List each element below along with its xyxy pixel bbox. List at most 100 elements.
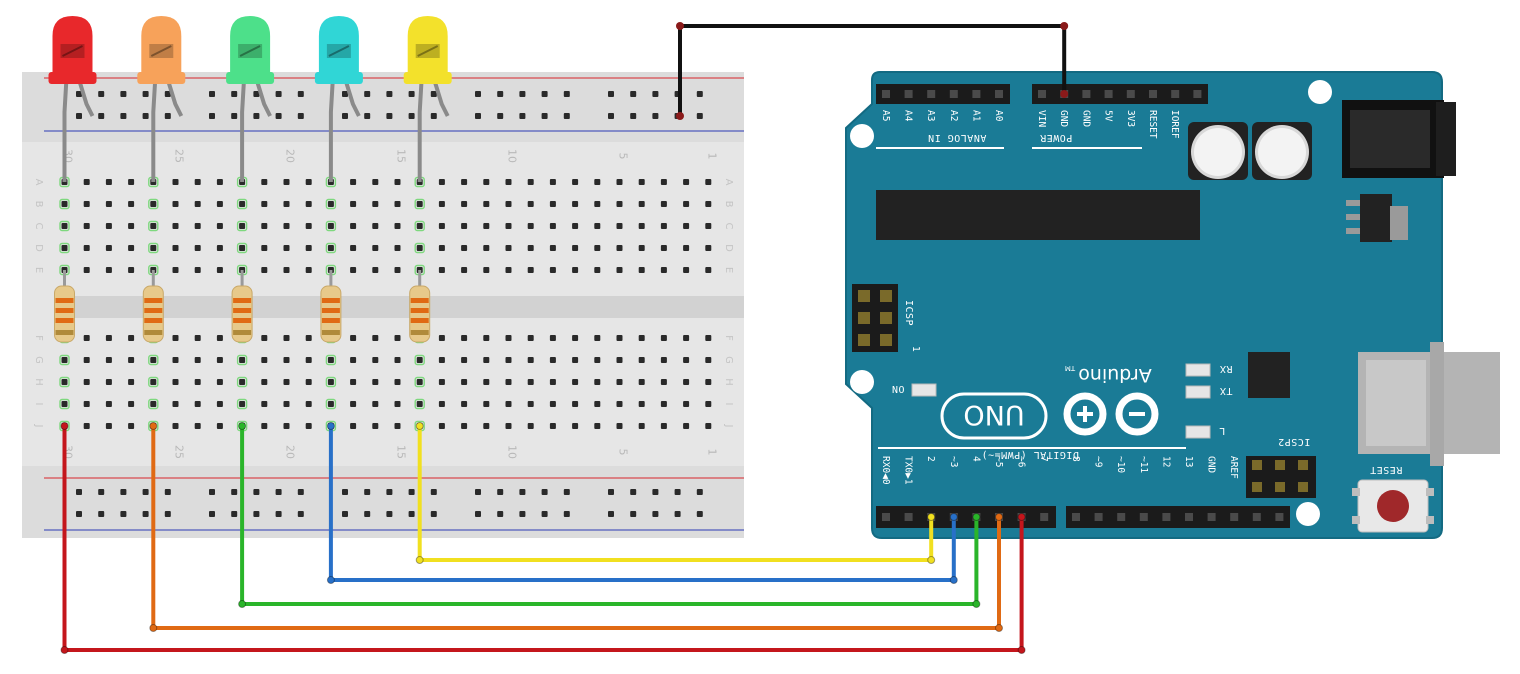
rail-hole xyxy=(608,489,614,495)
pin-label: GND xyxy=(1058,110,1069,127)
row-letter: E xyxy=(723,267,734,273)
analog-pin xyxy=(882,90,890,98)
mounting-hole xyxy=(1296,502,1320,526)
digital-header-low xyxy=(876,506,1056,528)
rail-hole xyxy=(120,489,127,495)
breadboard-hole xyxy=(461,423,468,429)
breadboard-hole xyxy=(261,335,268,341)
rail-hole xyxy=(342,511,348,517)
reset-label: RESET xyxy=(1370,464,1403,475)
rail-hole xyxy=(209,113,215,119)
breadboard-hole xyxy=(616,357,623,363)
column-number: 15 xyxy=(395,445,408,459)
led-cyan xyxy=(314,16,363,84)
breadboard-hole xyxy=(305,267,312,273)
breadboard-hole xyxy=(350,201,357,207)
breadboard-hole xyxy=(216,379,223,385)
breadboard-hole xyxy=(549,201,556,207)
breadboard-hole xyxy=(616,179,623,185)
rail-hole xyxy=(164,511,171,517)
row-letter: H xyxy=(33,378,44,386)
breadboard-hole xyxy=(527,267,534,273)
breadboard-hole xyxy=(594,423,601,429)
row-letter: D xyxy=(723,244,734,252)
column-number: 15 xyxy=(395,149,408,163)
rail-hole xyxy=(297,511,304,517)
icsp-label: ICSP xyxy=(903,300,914,326)
breadboard-hole xyxy=(128,223,135,229)
l-led-label: L xyxy=(1219,425,1226,436)
breadboard-hole xyxy=(239,401,246,407)
resistor xyxy=(320,285,342,343)
row-letter: B xyxy=(33,201,44,208)
breadboard-hole xyxy=(216,335,223,341)
breadboard-hole xyxy=(416,201,423,207)
pin-label: A2 xyxy=(948,110,959,121)
breadboard-hole xyxy=(527,379,534,385)
analog-pin xyxy=(972,90,981,98)
rail-hole xyxy=(342,113,348,119)
breadboard-hole xyxy=(616,379,623,385)
wire-joint xyxy=(927,556,936,564)
breadboard-hole xyxy=(527,401,534,407)
power-pin xyxy=(1149,90,1157,98)
analog-pin xyxy=(927,90,936,98)
rail-hole xyxy=(652,91,659,97)
breadboard-hole xyxy=(216,401,223,407)
breadboard-hole xyxy=(683,223,690,229)
breadboard-hole xyxy=(660,223,667,229)
rail-hole xyxy=(164,489,171,495)
breadboard-hole xyxy=(394,201,401,207)
breadboard-hole xyxy=(438,267,445,273)
bottom-power-rail xyxy=(22,466,744,538)
pin-label: ~11 xyxy=(1138,456,1149,473)
breadboard-hole xyxy=(505,423,512,429)
pin-label: ~5 xyxy=(993,456,1004,467)
breadboard-hole xyxy=(83,335,90,341)
rail-hole xyxy=(297,91,304,97)
connected-hole-highlight xyxy=(414,220,425,232)
breadboard-hole xyxy=(372,223,379,229)
usb-chip xyxy=(1248,352,1290,398)
digital-pin xyxy=(1162,513,1171,521)
breadboard-hole xyxy=(128,335,135,341)
breadboard-hole xyxy=(616,401,623,407)
breadboard-hole xyxy=(594,201,601,207)
rail-hole xyxy=(297,113,304,119)
pin-label: A5 xyxy=(880,110,891,121)
connected-hole-highlight xyxy=(148,354,159,366)
pin-label: 7 xyxy=(1038,456,1049,462)
row-letter: B xyxy=(723,201,734,208)
breadboard-hole xyxy=(327,245,334,251)
rail-hole xyxy=(386,113,393,119)
rail-hole xyxy=(497,511,504,517)
rail-hole xyxy=(497,91,504,97)
column-number: 25 xyxy=(173,149,186,163)
breadboard-hole xyxy=(305,335,312,341)
breadboard-hole xyxy=(394,401,401,407)
breadboard-hole xyxy=(705,223,712,229)
breadboard-hole xyxy=(438,335,445,341)
reset-button[interactable] xyxy=(1352,479,1434,533)
breadboard-hole xyxy=(616,267,623,273)
wire-joint xyxy=(60,646,69,654)
breadboard-hole xyxy=(305,201,312,207)
rail-hole xyxy=(475,113,481,119)
breadboard-hole xyxy=(705,201,712,207)
breadboard-hole xyxy=(61,223,68,229)
breadboard-hole xyxy=(638,379,645,385)
breadboard-hole xyxy=(105,401,112,407)
wire-joint xyxy=(972,600,981,608)
breadboard-hole xyxy=(505,357,512,363)
led-red xyxy=(48,16,97,84)
breadboard-hole xyxy=(372,357,379,363)
breadboard-hole xyxy=(61,245,68,251)
rail-hole xyxy=(541,91,548,97)
breadboard-hole xyxy=(505,379,512,385)
breadboard-hole xyxy=(128,179,135,185)
breadboard-hole xyxy=(172,179,179,185)
breadboard-hole xyxy=(172,267,179,273)
breadboard-hole xyxy=(216,245,223,251)
